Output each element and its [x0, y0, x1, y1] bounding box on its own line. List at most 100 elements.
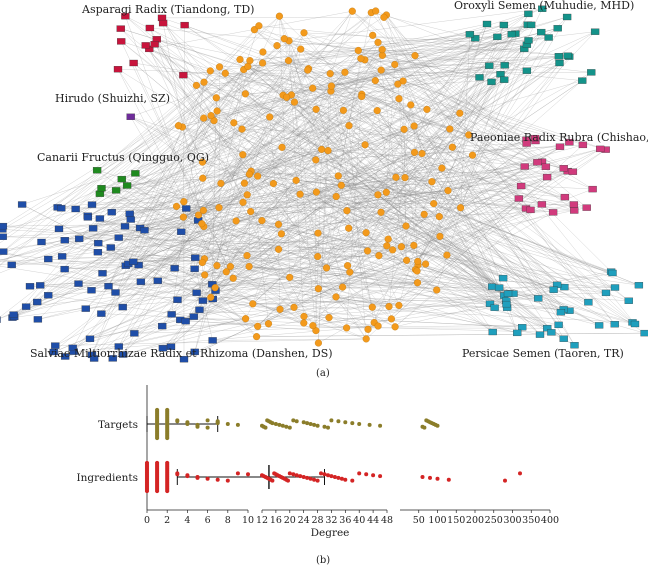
network-edge	[335, 296, 541, 335]
data-point	[420, 475, 425, 479]
ingredient-node-ds	[106, 244, 115, 251]
network-edge	[203, 23, 488, 83]
target-node	[314, 252, 322, 261]
data-point	[284, 424, 289, 429]
network-edge	[124, 69, 308, 227]
ingredient-node-td	[145, 24, 155, 32]
network-edge	[375, 10, 500, 288]
network-edge	[89, 286, 343, 339]
data-point	[364, 472, 369, 477]
ingredient-node-ds	[97, 310, 106, 317]
data-point	[235, 471, 240, 476]
target-node	[377, 208, 385, 216]
target-node	[296, 190, 304, 198]
network-edge	[61, 82, 205, 209]
network-edge	[378, 255, 491, 304]
ingredient-node-ds	[192, 289, 201, 296]
network-edge	[98, 152, 415, 244]
network-edge	[202, 90, 332, 263]
network-edge	[246, 255, 559, 326]
ingredient-node-cs	[526, 206, 535, 214]
target-node	[243, 252, 251, 260]
target-node	[400, 125, 408, 133]
ingredient-node-cs	[578, 141, 588, 149]
network-edge	[154, 44, 434, 204]
network-edge	[2, 223, 202, 227]
network-edge	[273, 183, 629, 301]
network-edge	[318, 73, 331, 344]
x-tick-label: 2	[164, 515, 170, 526]
network-edge	[241, 128, 536, 142]
data-point	[339, 476, 344, 481]
ingredient-node-cs	[588, 185, 597, 193]
network-edge	[40, 183, 274, 286]
network-edge	[291, 28, 558, 96]
target-node	[457, 204, 465, 212]
network-edge	[299, 194, 437, 291]
target-node	[369, 31, 377, 39]
network-edge	[239, 59, 432, 182]
target-node	[341, 68, 349, 76]
network-edge	[316, 191, 554, 290]
dense-point	[155, 435, 160, 441]
network-edge	[312, 88, 418, 283]
ingredient-node-tr	[610, 321, 619, 328]
network-edge	[312, 88, 400, 99]
target-node	[382, 188, 390, 196]
target-node	[332, 192, 340, 201]
network-edge	[361, 94, 527, 209]
target-node	[213, 262, 221, 270]
ingredient-node-ds	[0, 222, 8, 230]
network-edge	[125, 16, 199, 216]
ingredient-node-mhd	[487, 78, 496, 86]
ingredient-node-tr	[560, 283, 569, 291]
network-edge	[212, 125, 350, 300]
target-node	[385, 302, 393, 311]
data-point	[294, 473, 299, 478]
data-point	[336, 475, 341, 480]
network-edge	[196, 83, 398, 86]
network-edge	[203, 16, 568, 119]
target-node	[269, 179, 277, 188]
ingredient-node-ds	[33, 298, 42, 306]
network-edge	[293, 128, 450, 308]
network-edge	[41, 32, 305, 243]
target-node	[423, 105, 431, 113]
network-edge	[261, 220, 633, 323]
network-edge	[99, 12, 372, 219]
network-edge	[358, 50, 564, 310]
network-edge	[183, 236, 440, 360]
network-edge	[257, 176, 548, 327]
ingredient-node-td	[113, 66, 123, 73]
network-edge	[316, 191, 418, 283]
network-edge	[398, 207, 461, 306]
network-edge	[282, 95, 491, 304]
network-edge	[281, 147, 612, 272]
target-node	[344, 262, 352, 270]
network-edge	[230, 88, 313, 267]
target-node	[448, 143, 456, 151]
network-edge	[97, 252, 203, 263]
network-edge	[29, 185, 342, 287]
target-node	[374, 191, 382, 199]
network-edge	[220, 88, 313, 184]
network-edge	[126, 62, 263, 186]
ingredient-node-cs	[520, 163, 529, 170]
network-edge	[394, 64, 469, 136]
network-edge	[204, 13, 529, 259]
network-edge	[449, 23, 488, 130]
target-node	[343, 207, 351, 215]
target-node	[250, 26, 258, 34]
data-point	[322, 472, 327, 477]
ingredient-node-tr	[601, 289, 611, 297]
ingredient-node-mhd	[524, 10, 533, 18]
network-edge	[171, 82, 205, 315]
target-node	[243, 191, 251, 199]
ingredient-node-tr	[485, 300, 495, 307]
target-node	[199, 206, 207, 214]
target-node	[348, 7, 356, 15]
network-edge	[382, 48, 525, 56]
ingredient-node-ds	[190, 348, 199, 356]
network-edge	[283, 95, 589, 303]
data-point	[225, 422, 230, 426]
